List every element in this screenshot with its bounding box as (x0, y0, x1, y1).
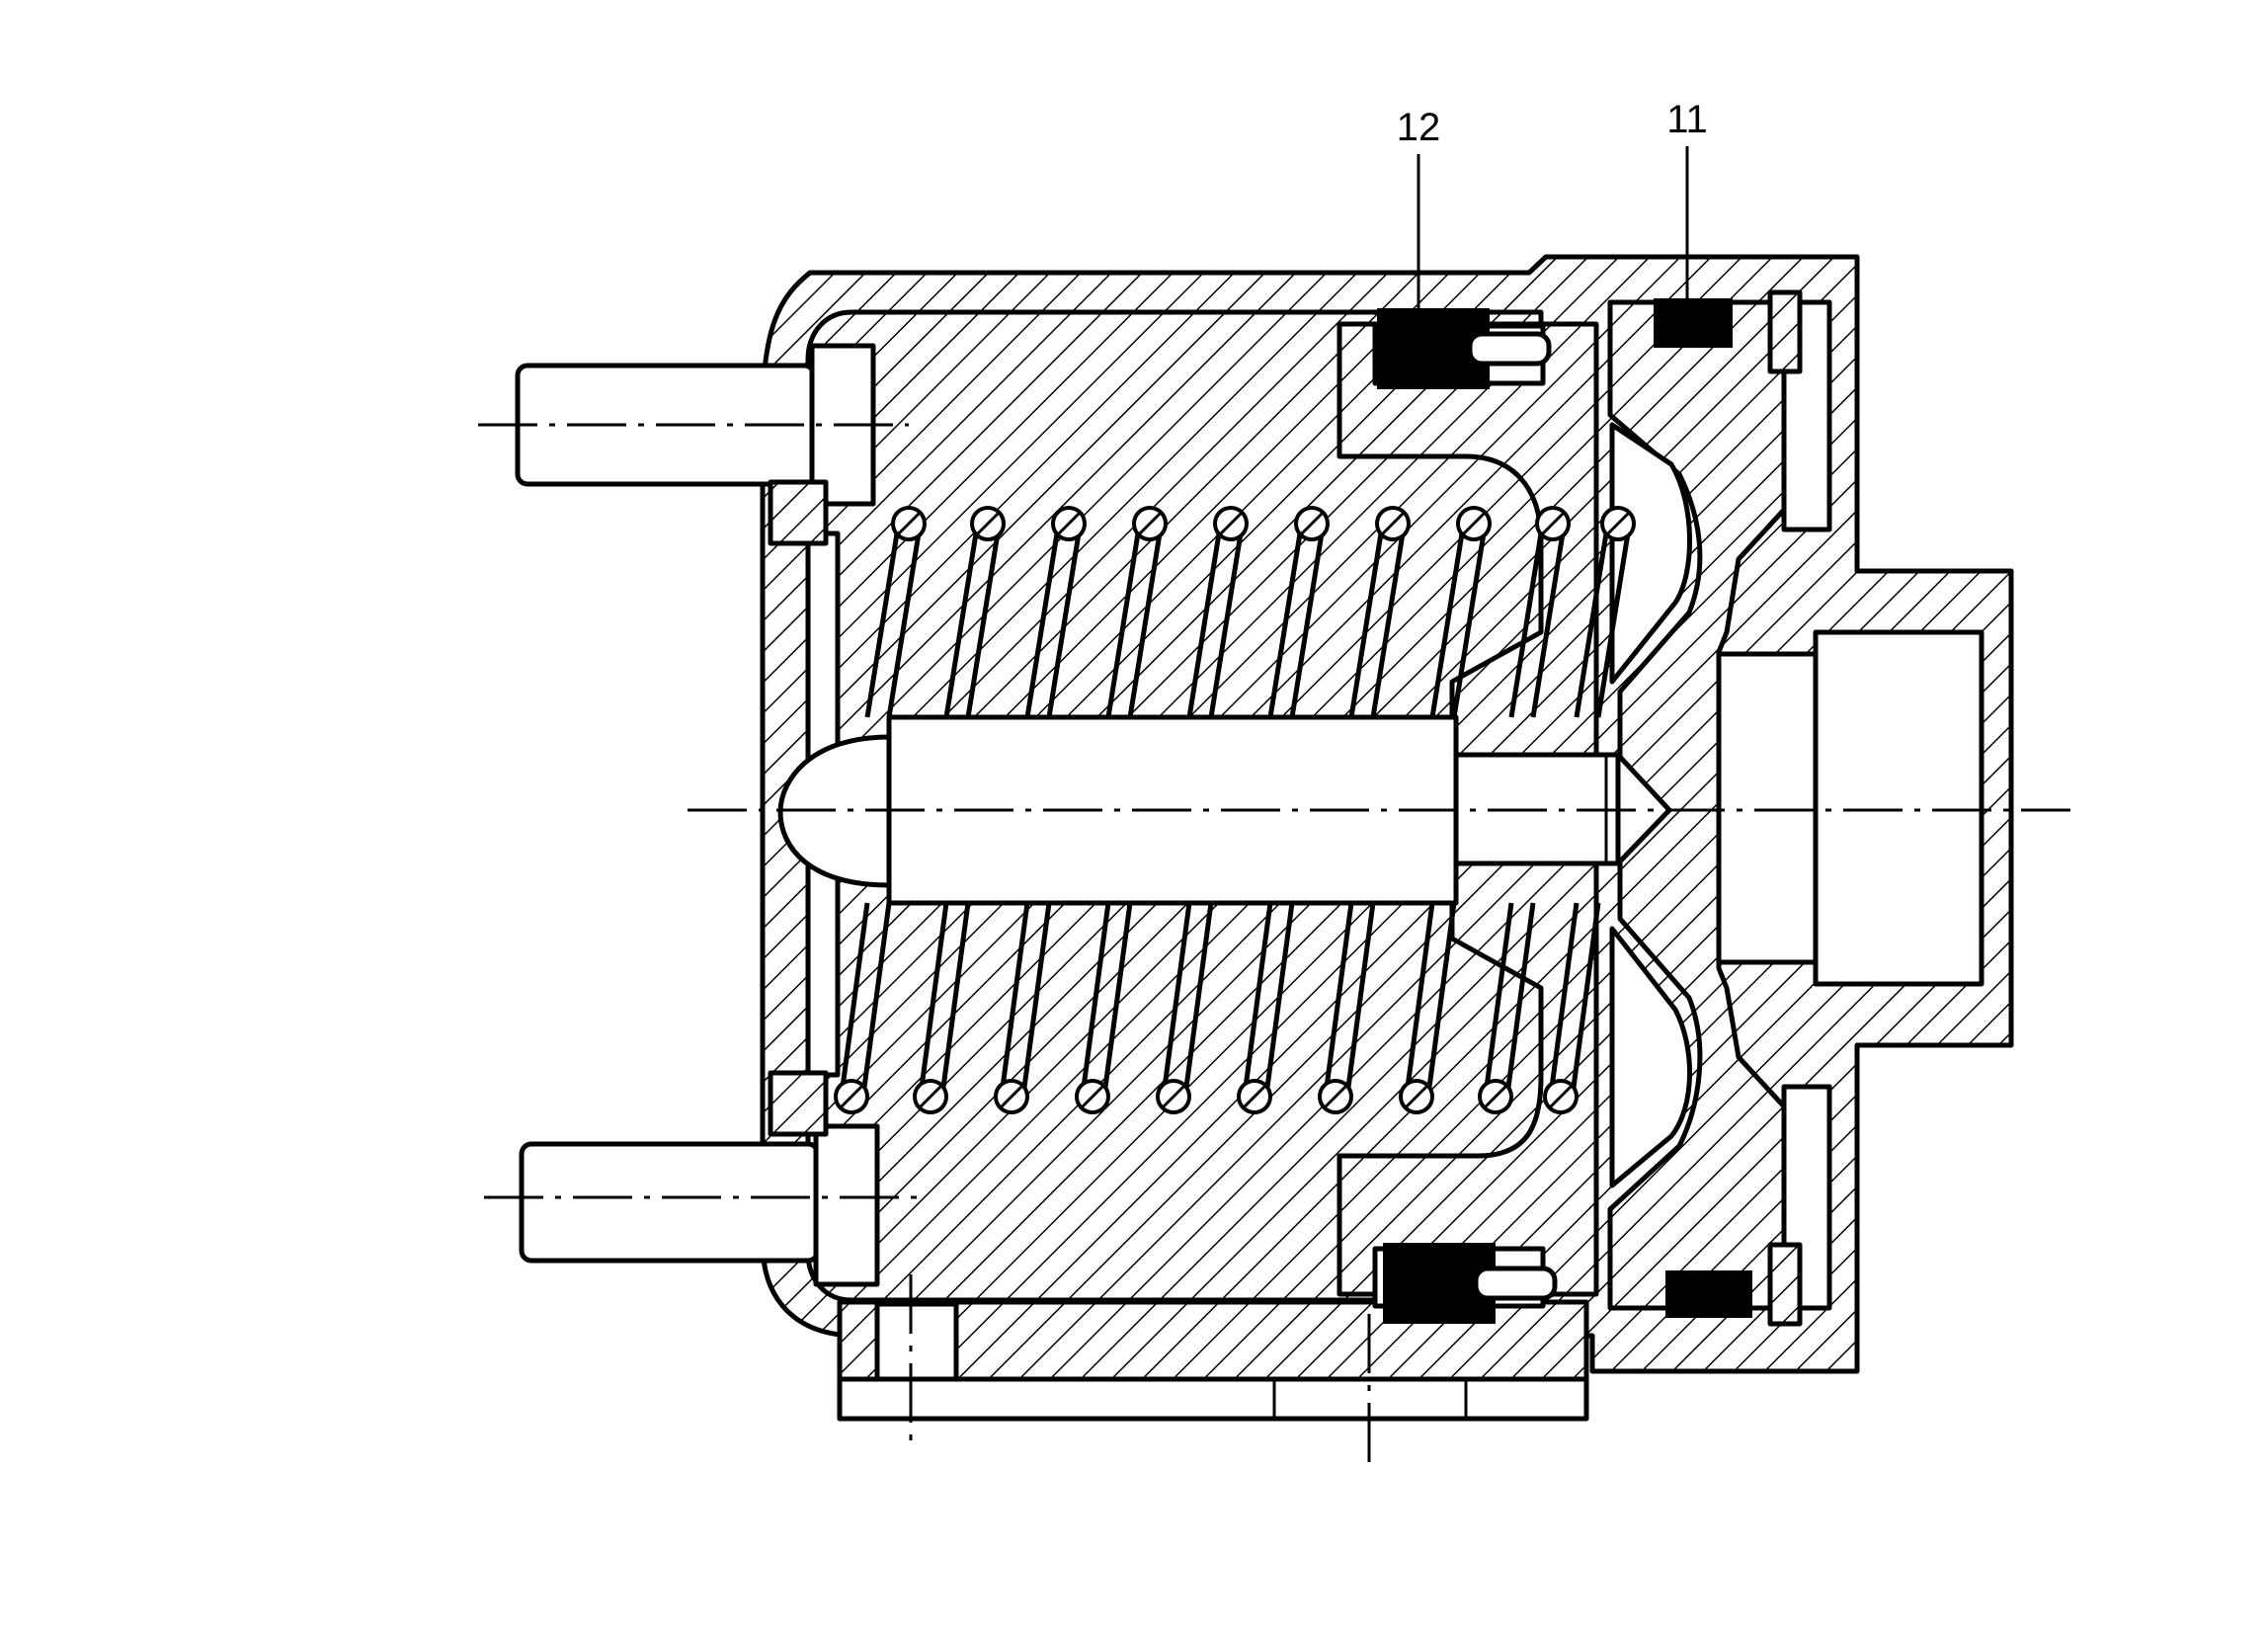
diaphragm-cover (1607, 299, 1787, 1311)
seal-12-bottom-slot (1473, 1266, 1558, 1301)
spring-wire-hatch (1324, 1085, 1347, 1108)
spring-coil-segment (1080, 532, 1141, 1096)
diaphragm-inner (1609, 422, 1693, 685)
seal-12-top-slot (1467, 331, 1552, 367)
spring-coil-segment (1323, 532, 1384, 1096)
diaphragm-inner-bottom (1609, 926, 1692, 1188)
spring-wire-hatch (1484, 1085, 1507, 1108)
spring-wire-hatch (1541, 512, 1565, 535)
spring-coil-segment (1404, 532, 1465, 1096)
spring-wire-hatch (1219, 512, 1243, 535)
seal-11-top (1654, 298, 1733, 348)
lower-stud-head (813, 1123, 880, 1287)
spring-wire-hatch (1243, 1085, 1266, 1108)
upper-spring-seat (768, 479, 829, 546)
spring-wire-hatch (1138, 512, 1162, 535)
spring-coil-segment (1263, 532, 1325, 1096)
spring-wire-hatch (1162, 1085, 1185, 1108)
spring-coil-segment (1020, 532, 1082, 1096)
spring-coil-segment (1504, 532, 1566, 1096)
compression-spring (834, 506, 1636, 1114)
callout-label-11: 11 (1666, 98, 1708, 141)
spring-coil-segment (1161, 532, 1222, 1096)
spring-coil-segment (1570, 532, 1631, 1096)
spring-wire-hatch (1381, 512, 1405, 535)
callout-label-12: 12 (1397, 106, 1441, 149)
seal-11-bottom (1665, 1270, 1752, 1318)
cover-wedge-top (1767, 289, 1803, 374)
spring-wire-hatch (1057, 512, 1081, 535)
spring-coil-segment (999, 532, 1060, 1096)
spring-coil-segment (918, 532, 979, 1096)
spring-coil-segment (1101, 532, 1163, 1096)
spring-wire-hatch (897, 512, 921, 535)
spring-coil-segment (860, 532, 922, 1096)
spring-coil-segment (839, 532, 900, 1096)
spring-coil-segment (1548, 532, 1609, 1096)
spring-wire-hatch (1405, 1085, 1428, 1108)
cover-wedge-bottom (1767, 1242, 1803, 1327)
plate-bolt-hole (874, 1301, 959, 1382)
spring-wire-hatch (1606, 512, 1630, 535)
spring-coil-segment (1344, 532, 1406, 1096)
spring-wire-hatch (1081, 1085, 1104, 1108)
spring-coil-segment (1182, 532, 1244, 1096)
spring-wire-hatch (840, 1085, 863, 1108)
spring-wire-hatch (1000, 1085, 1023, 1108)
spring-coil-segment (939, 532, 1001, 1096)
cover-cap-bottom (1781, 1084, 1832, 1311)
lower-stud (519, 1141, 821, 1264)
spring-wire-hatch (1300, 512, 1324, 535)
spring-wire-hatch (919, 1085, 942, 1108)
lower-spring-seat (768, 1070, 829, 1137)
spring-coil-segment (1483, 532, 1544, 1096)
spring-coil-segment (1425, 532, 1487, 1096)
mounting-plate-face (837, 1376, 1589, 1422)
spring-coil-segment (1242, 532, 1303, 1096)
spring-wire-hatch (1462, 512, 1486, 535)
spring-wire-hatch (976, 512, 1000, 535)
spring-wire-hatch (1549, 1085, 1573, 1108)
hub-bore (1813, 629, 1984, 987)
hub-inner (1716, 651, 1819, 965)
